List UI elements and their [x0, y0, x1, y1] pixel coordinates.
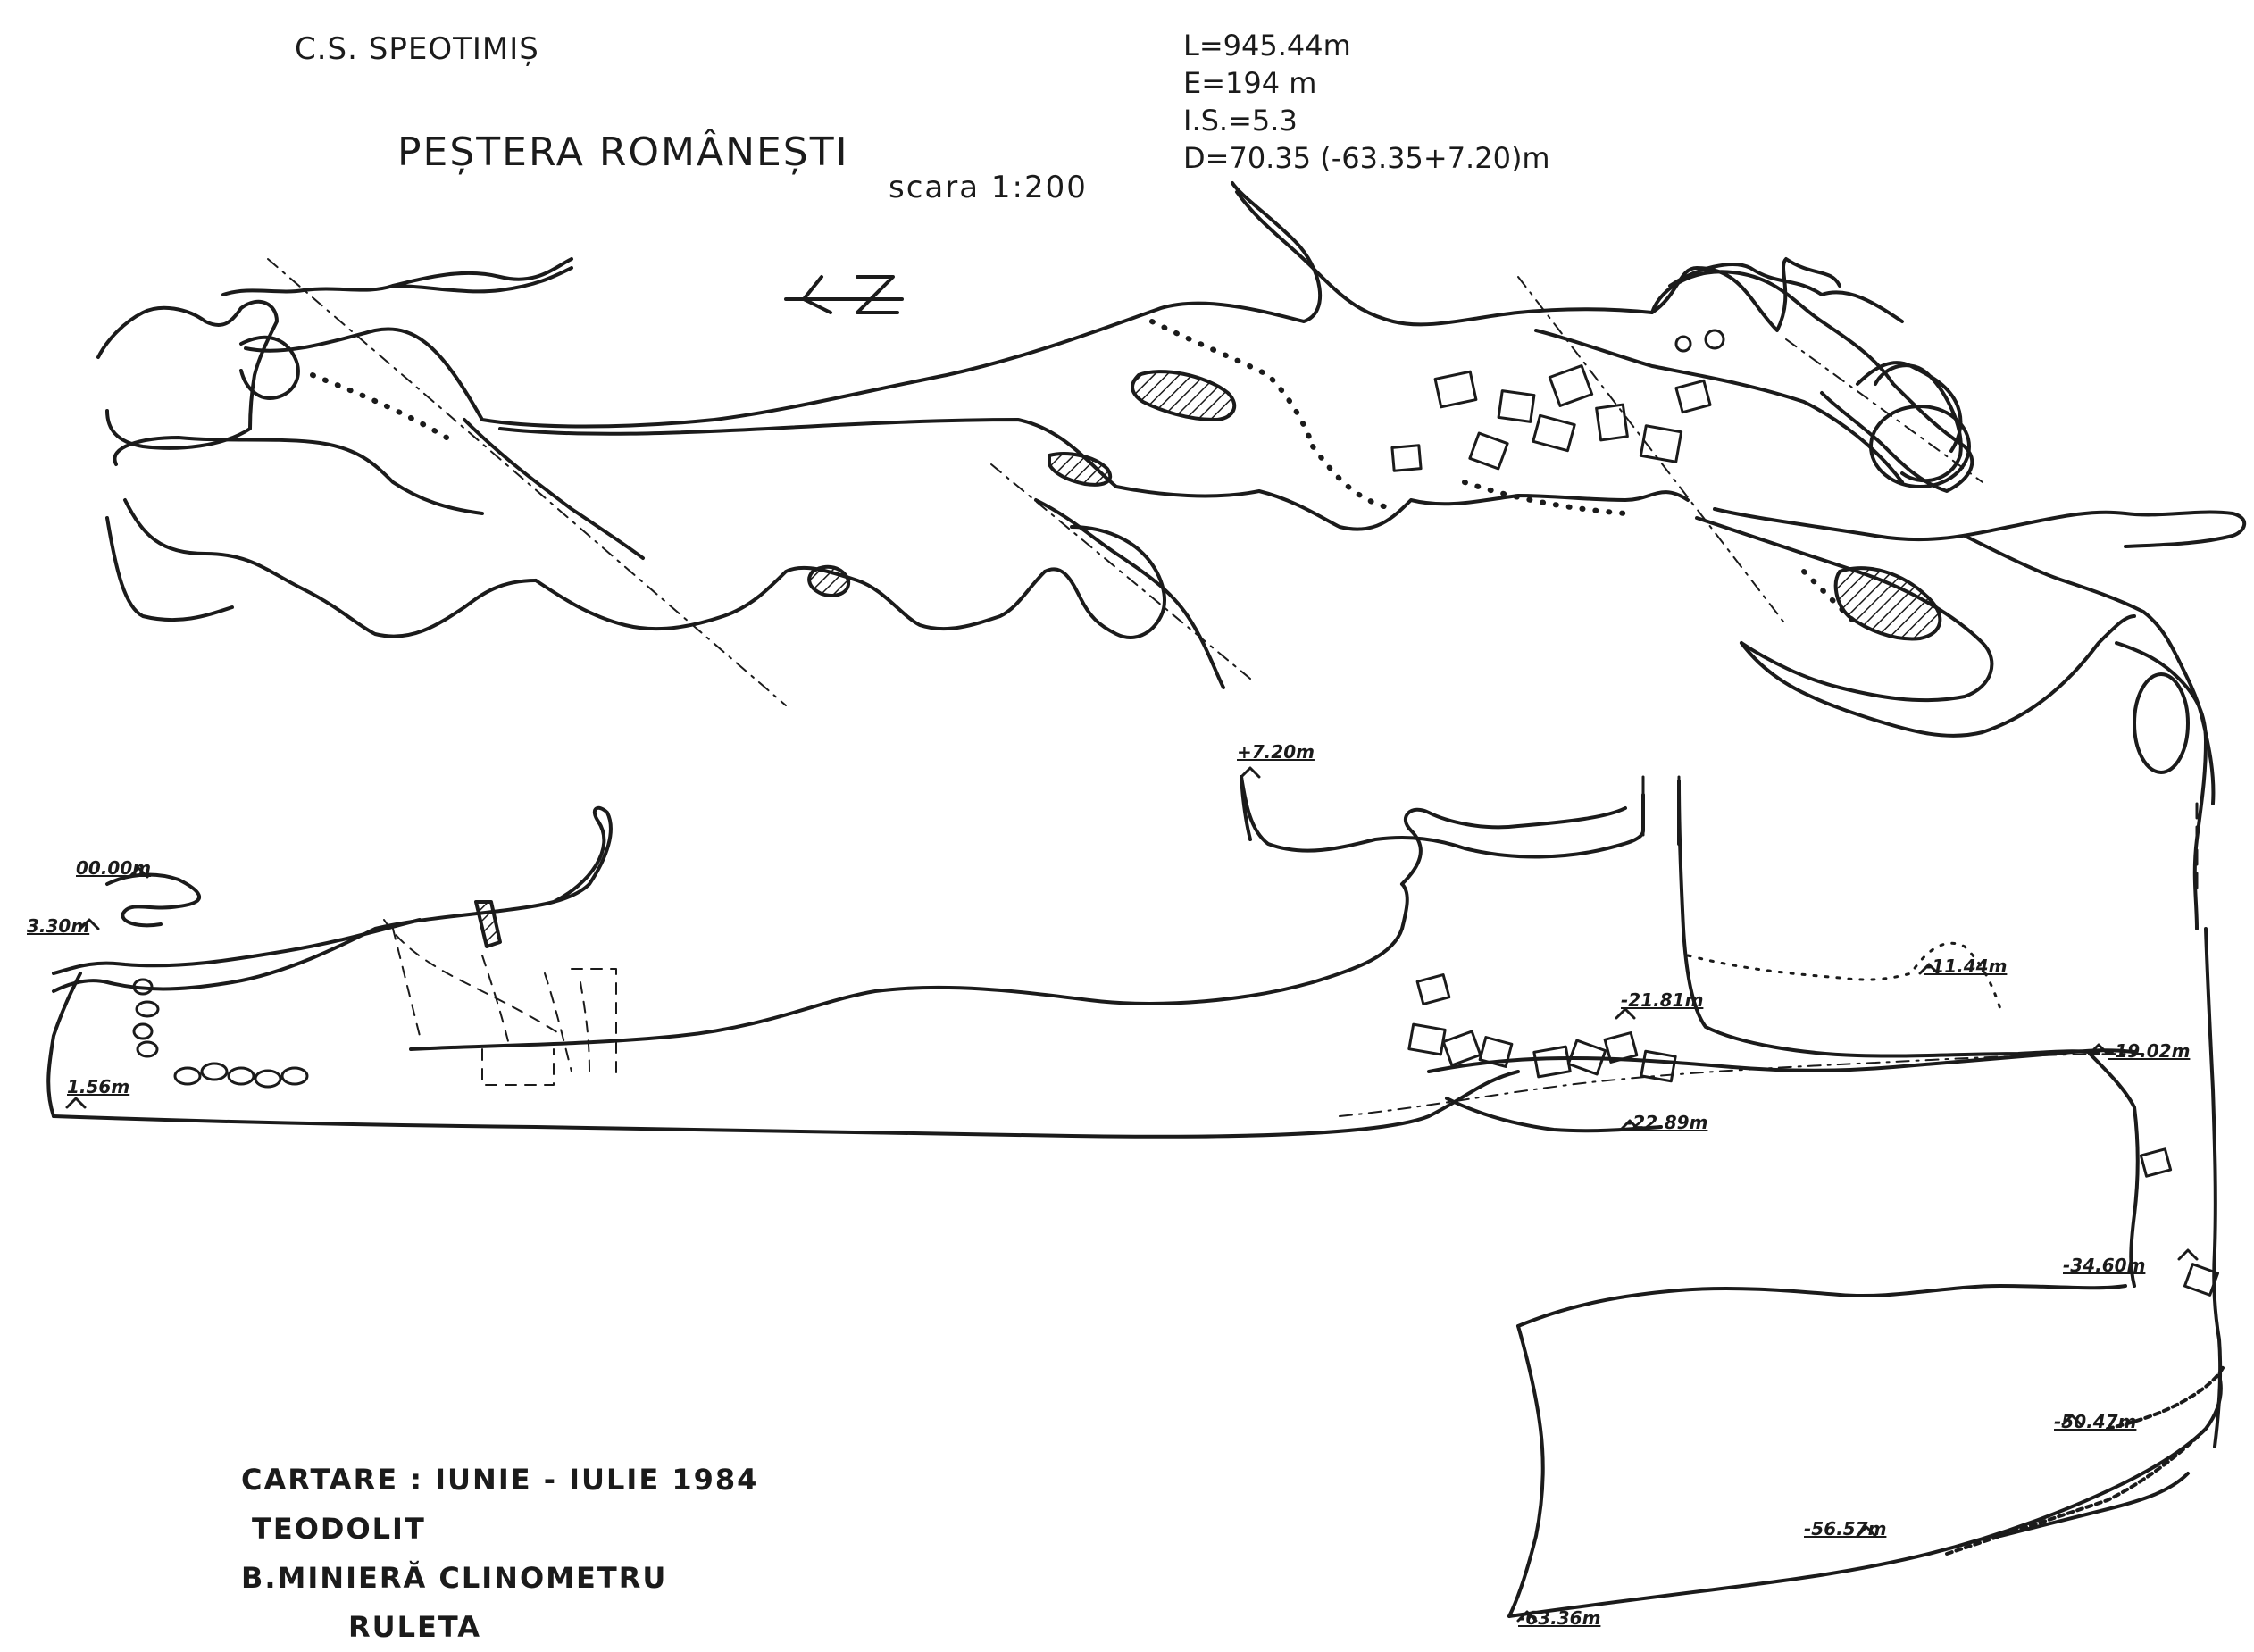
plan-far-east-arm	[2125, 513, 2244, 546]
plan-east-terminal-chamber	[1869, 405, 1971, 488]
profile-dashed-west	[393, 929, 589, 1072]
elev-label-330: 3.30m	[27, 915, 90, 937]
plan-survey-line-2	[991, 464, 1250, 679]
profile-view	[48, 777, 2224, 1616]
plan-main-south-wall	[500, 420, 1688, 530]
profile-deep-chamber	[1518, 1286, 2125, 1326]
profile-dotted-survey-2	[1688, 943, 2000, 1009]
stat-depth: D=70.35 (-63.35+7.20)m	[1183, 141, 1550, 175]
credits-instrument-1: TEODOLIT	[252, 1512, 426, 1546]
elev-label-3460: -34.60m	[2063, 1255, 2146, 1276]
plan-south-meander	[536, 568, 1045, 629]
credits-date: CARTARE : IUNIE - IULIE 1984	[241, 1463, 759, 1497]
plan-east-lobe	[1875, 365, 1961, 480]
elev-label-top: +7.20m	[1237, 741, 1315, 763]
north-arrow-icon	[786, 277, 902, 313]
plan-central-fissure	[1036, 500, 1223, 688]
plan-southwest-passage	[125, 500, 536, 637]
profile-boulders	[132, 973, 2220, 1297]
plan-east-rubble-chamber	[2133, 672, 2190, 774]
profile-hatched-feature	[476, 902, 500, 947]
profile-dashed-survey-1	[1340, 1054, 2143, 1116]
credits-instrument-2: B.MINIERĂ CLINOMETRU	[241, 1561, 668, 1595]
plan-east-vertical-shaft	[2116, 643, 2206, 929]
profile-deep-shaft-west	[2090, 1054, 2138, 1286]
plan-survey-line-3	[1518, 277, 1786, 625]
plan-hatched-pit-2	[1049, 454, 1110, 485]
survey-stats: L=945.44m E=194 m I.S.=5.3 D=70.35 (-63.…	[1183, 27, 1550, 177]
profile-central-column	[1402, 808, 1625, 884]
profile-entrance-floor	[54, 920, 420, 973]
elev-label-2289: -22.89m	[1625, 1112, 1708, 1133]
profile-entrance-ceiling	[107, 875, 199, 926]
profile-top-chimney	[1241, 777, 1643, 856]
elev-label-1902: -19.02m	[2108, 1040, 2191, 1062]
plan-east-outer-wall	[1536, 330, 1902, 482]
elev-label-6336: -63.36m	[1518, 1607, 1601, 1629]
profile-main-floor	[54, 1072, 1518, 1137]
plan-west-lobe	[241, 338, 298, 398]
stat-index: I.S.=5.3	[1183, 104, 1298, 138]
plan-south-meander-2	[1045, 527, 1165, 638]
elev-label-1144: -11.44m	[1924, 955, 2008, 977]
plan-southwest-lower	[107, 518, 232, 620]
profile-dashed-box-1	[482, 969, 616, 1085]
plan-survey-line-1	[268, 259, 786, 705]
plan-southeast-passage-lower	[1741, 616, 2134, 736]
profile-west-chamber-wall	[48, 973, 80, 1116]
plan-hatched-pit-1	[1132, 371, 1234, 420]
plan-northwest-fissure	[223, 259, 572, 295]
map-scale: scara 1:200	[889, 170, 1088, 205]
plan-boulders	[1390, 329, 1725, 472]
stat-length: L=945.44m	[1183, 29, 1351, 63]
plan-survey-line-4	[1786, 339, 1983, 482]
profile-lower-passage	[1447, 1098, 1661, 1131]
plan-west-lower-wall	[114, 438, 482, 513]
plan-passage-north-branch	[1237, 192, 1840, 330]
profile-shaft-west-wall	[1679, 781, 2099, 1056]
profile-rubble-chain	[1947, 1366, 2224, 1554]
profile-top-left-wall	[1241, 777, 1250, 839]
plan-diagonal-passage	[464, 420, 643, 558]
elevation-markers	[67, 768, 2197, 1621]
plan-view	[98, 183, 2244, 929]
profile-dashed-west-2	[384, 920, 563, 1036]
plan-sediment-dots	[313, 321, 1857, 625]
plan-main-north-wall	[246, 183, 1320, 427]
profile-mid-gallery	[1429, 1050, 2134, 1072]
profile-main-roof-long	[411, 884, 1407, 1049]
plan-southeast-passage	[1697, 518, 1991, 700]
profile-lower-descending	[2000, 1473, 2188, 1536]
survey-credits: CARTARE : IUNIE - IULIE 1984 TEODOLIT B.…	[241, 1456, 758, 1652]
plan-hatched-pit-3	[809, 567, 848, 596]
profile-deep-west-wall	[1509, 1326, 1543, 1616]
plan-hatched-pit-4	[1836, 568, 1941, 638]
plan-east-gallery-south	[1965, 536, 2179, 661]
elev-label-5047: -50.47m	[2054, 1411, 2137, 1432]
credits-instrument-3: RULETA	[348, 1610, 481, 1644]
club-name: C.S. SPEOTIMIȘ	[295, 31, 539, 67]
plan-east-chamber	[1652, 271, 1972, 491]
elev-label-5657: -56.57m	[1804, 1518, 1887, 1539]
plan-west-entrance-outline	[98, 302, 277, 448]
elev-label-156: 1.56m	[67, 1076, 130, 1097]
stat-extent: E=194 m	[1183, 66, 1317, 100]
plan-northeast-passage	[1670, 264, 1902, 321]
elev-label-zero: 00.00m	[76, 857, 152, 879]
profile-deep-shaft-east	[2206, 929, 2220, 1447]
plan-north-corridor	[393, 268, 572, 291]
map-title: PEȘTERA ROMÂNEȘTI	[397, 129, 849, 175]
plan-shaft-east-wall	[2179, 661, 2213, 804]
elev-label-2181: -21.81m	[1621, 989, 1704, 1011]
plan-east-gallery-north	[1715, 509, 2125, 539]
